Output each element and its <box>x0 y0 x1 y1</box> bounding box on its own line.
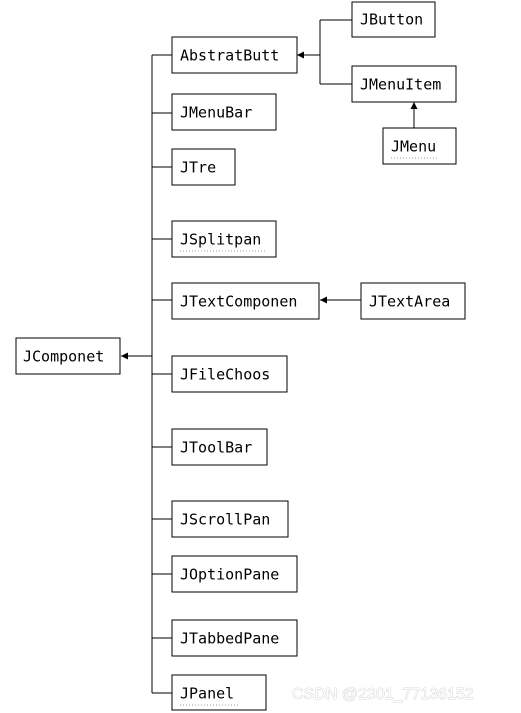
node-jtextcomponen: JTextComponen <box>171 282 320 320</box>
node-abstratbutt: AbstratButt <box>171 36 298 74</box>
node-jcomponet: JComponet <box>15 337 121 375</box>
node-label: JToolBar <box>180 439 252 457</box>
node-jbutton: JButton <box>351 1 436 38</box>
node-label: JTre <box>180 159 216 177</box>
node-label: JButton <box>360 11 423 29</box>
node-label: JSplitpan <box>180 231 261 249</box>
node-label: JFileChoos <box>180 366 270 384</box>
node-label: JComponet <box>23 348 104 366</box>
node-jtre: JTre <box>171 148 236 186</box>
node-jtextarea: JTextArea <box>360 282 466 320</box>
node-label: JScrollPan <box>180 511 270 529</box>
edges <box>121 19 418 694</box>
node-label: AbstratButt <box>180 47 279 65</box>
node-jtabbedpane: JTabbedPane <box>171 619 298 657</box>
node-label: JTextComponen <box>180 293 297 311</box>
node-jmenubar: JMenuBar <box>171 93 277 131</box>
node-jmenu: JMenu <box>382 127 457 165</box>
node-jscrollpan: JScrollPan <box>171 500 289 538</box>
node-label: JMenuBar <box>180 104 252 122</box>
node-joptionpane: JOptionPane <box>171 555 298 593</box>
node-label: JMenu <box>391 138 436 156</box>
node-jpanel: JPanel <box>171 674 267 711</box>
node-label: JPanel <box>180 685 234 703</box>
node-label: JTextArea <box>369 293 450 311</box>
node-label: JMenuItem <box>360 76 441 94</box>
node-jmenuitem: JMenuItem <box>351 65 457 103</box>
node-label: JTabbedPane <box>180 630 279 648</box>
csdn-watermark: CSDN @2301_77136152 <box>292 686 474 703</box>
node-jfilechoos: JFileChoos <box>171 355 288 393</box>
node-jsplitpan: JSplitpan <box>171 220 277 258</box>
node-label: JOptionPane <box>180 566 279 584</box>
node-jtoolbar: JToolBar <box>171 428 268 466</box>
